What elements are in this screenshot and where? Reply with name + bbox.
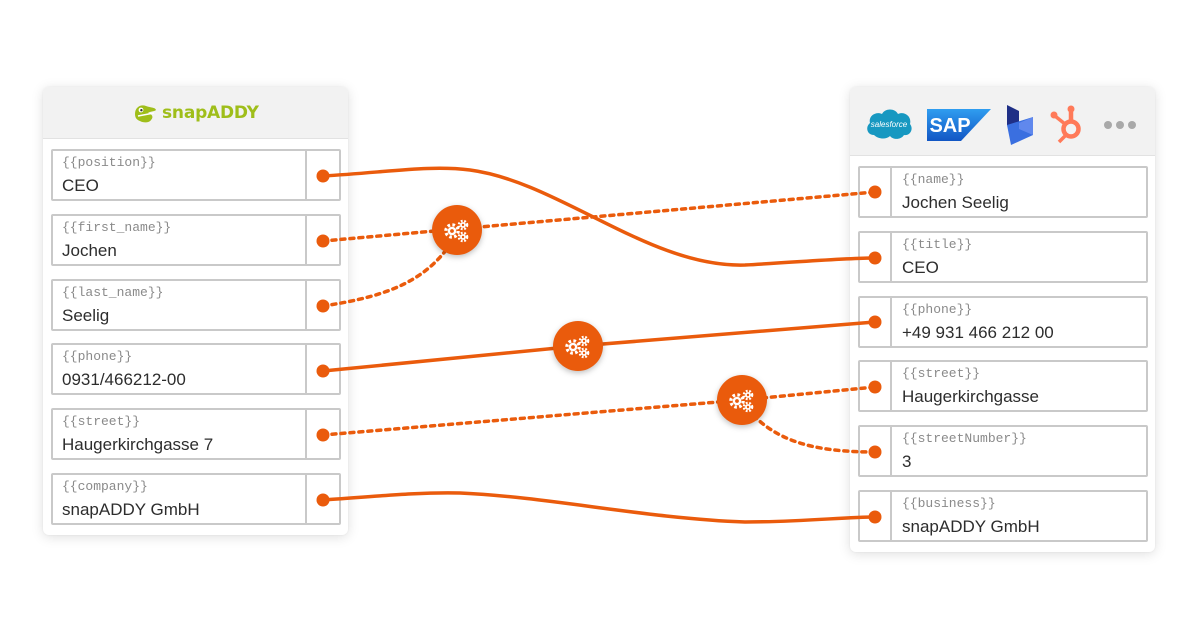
- field-value: Haugerkirchgasse 7: [62, 435, 214, 454]
- target-field-title[interactable]: {{title}} CEO: [858, 231, 1148, 283]
- source-field-phone[interactable]: {{phone}} 0931/466212-00: [51, 343, 341, 395]
- port-dot: [868, 510, 882, 524]
- link-split-street-number: [740, 400, 877, 454]
- port-divider: [305, 345, 307, 393]
- port-divider: [305, 410, 307, 458]
- snapaddy-logo: snapADDY: [132, 101, 259, 125]
- field-key: {{first_name}}: [62, 220, 172, 235]
- source-field-company[interactable]: {{company}} snapADDY GmbH: [51, 473, 341, 525]
- field-value: CEO: [62, 176, 99, 195]
- field-value: 0931/466212-00: [62, 370, 186, 389]
- port-divider: [305, 281, 307, 329]
- salesforce-wordmark: salesforce: [871, 120, 908, 129]
- link-position-title: [321, 166, 877, 267]
- hubspot-icon: [1050, 105, 1081, 144]
- field-key: {{street}}: [62, 414, 141, 429]
- port-dot: [868, 185, 882, 199]
- field-value: Jochen Seelig: [902, 193, 1009, 212]
- port-dot: [868, 251, 882, 265]
- gecko-icon: [135, 105, 156, 123]
- link-company-business: [321, 491, 877, 524]
- sap-wordmark: SAP: [929, 115, 970, 137]
- brand-wordmark: snapADDY: [162, 103, 259, 123]
- port-dot: [316, 493, 330, 507]
- port-divider: [890, 298, 892, 346]
- field-value: snapADDY GmbH: [62, 500, 200, 519]
- dynamics-icon: [1007, 105, 1033, 145]
- port-dot: [868, 445, 882, 459]
- port-divider: [305, 475, 307, 523]
- field-value: Jochen: [62, 241, 117, 260]
- port-divider: [890, 362, 892, 410]
- target-field-street[interactable]: {{street}} Haugerkirchgasse: [858, 360, 1148, 412]
- field-key: {{phone}}: [902, 302, 973, 317]
- field-key: {{last_name}}: [62, 285, 164, 300]
- port-divider: [890, 492, 892, 540]
- field-key: {{company}}: [62, 479, 148, 494]
- salesforce-logo: salesforce: [867, 109, 912, 139]
- field-key: {{streetNumber}}: [902, 431, 1027, 446]
- field-key: {{name}}: [902, 172, 965, 187]
- field-key: {{street}}: [902, 366, 981, 381]
- field-value: 3: [902, 452, 912, 471]
- source-panel-header: snapADDY: [43, 87, 348, 139]
- sap-logo: SAP: [927, 109, 991, 141]
- target-field-business[interactable]: {{business}} snapADDY GmbH: [858, 490, 1148, 542]
- port-dot: [316, 428, 330, 442]
- port-divider: [305, 151, 307, 199]
- link-first-name-name: [321, 190, 877, 243]
- port-divider: [890, 168, 892, 216]
- port-divider: [890, 233, 892, 281]
- field-key: {{title}}: [902, 237, 973, 252]
- transform-gear-merge-name[interactable]: [432, 205, 482, 255]
- field-value: CEO: [902, 258, 939, 277]
- field-value: Seelig: [62, 306, 110, 325]
- more-icon[interactable]: [1103, 120, 1137, 130]
- transform-gear-phone[interactable]: [553, 321, 603, 371]
- target-panel-header: salesforce SAP: [850, 87, 1155, 156]
- port-dot: [316, 364, 330, 378]
- field-key: {{phone}}: [62, 349, 133, 364]
- port-dot: [316, 299, 330, 313]
- target-field-street-number[interactable]: {{streetNumber}} 3: [858, 425, 1148, 477]
- field-key: {{position}}: [62, 155, 156, 170]
- field-value: Haugerkirchgasse: [902, 387, 1040, 406]
- port-dot: [868, 380, 882, 394]
- source-field-position[interactable]: {{position}} CEO: [51, 149, 341, 201]
- port-divider: [890, 427, 892, 475]
- target-field-phone[interactable]: {{phone}} +49 931 466 212 00: [858, 296, 1148, 348]
- field-value: +49 931 466 212 00: [902, 323, 1054, 342]
- source-field-first-name[interactable]: {{first_name}} Jochen: [51, 214, 341, 266]
- field-value: snapADDY GmbH: [902, 517, 1040, 536]
- transform-gear-split-street[interactable]: [717, 375, 767, 425]
- port-dot: [316, 234, 330, 248]
- link-street-street: [321, 385, 877, 437]
- port-divider: [305, 216, 307, 264]
- target-field-name[interactable]: {{name}} Jochen Seelig: [858, 166, 1148, 218]
- port-dot: [868, 315, 882, 329]
- field-key: {{business}}: [902, 496, 996, 511]
- source-field-last-name[interactable]: {{last_name}} Seelig: [51, 279, 341, 331]
- source-field-street[interactable]: {{street}} Haugerkirchgasse 7: [51, 408, 341, 460]
- port-dot: [316, 169, 330, 183]
